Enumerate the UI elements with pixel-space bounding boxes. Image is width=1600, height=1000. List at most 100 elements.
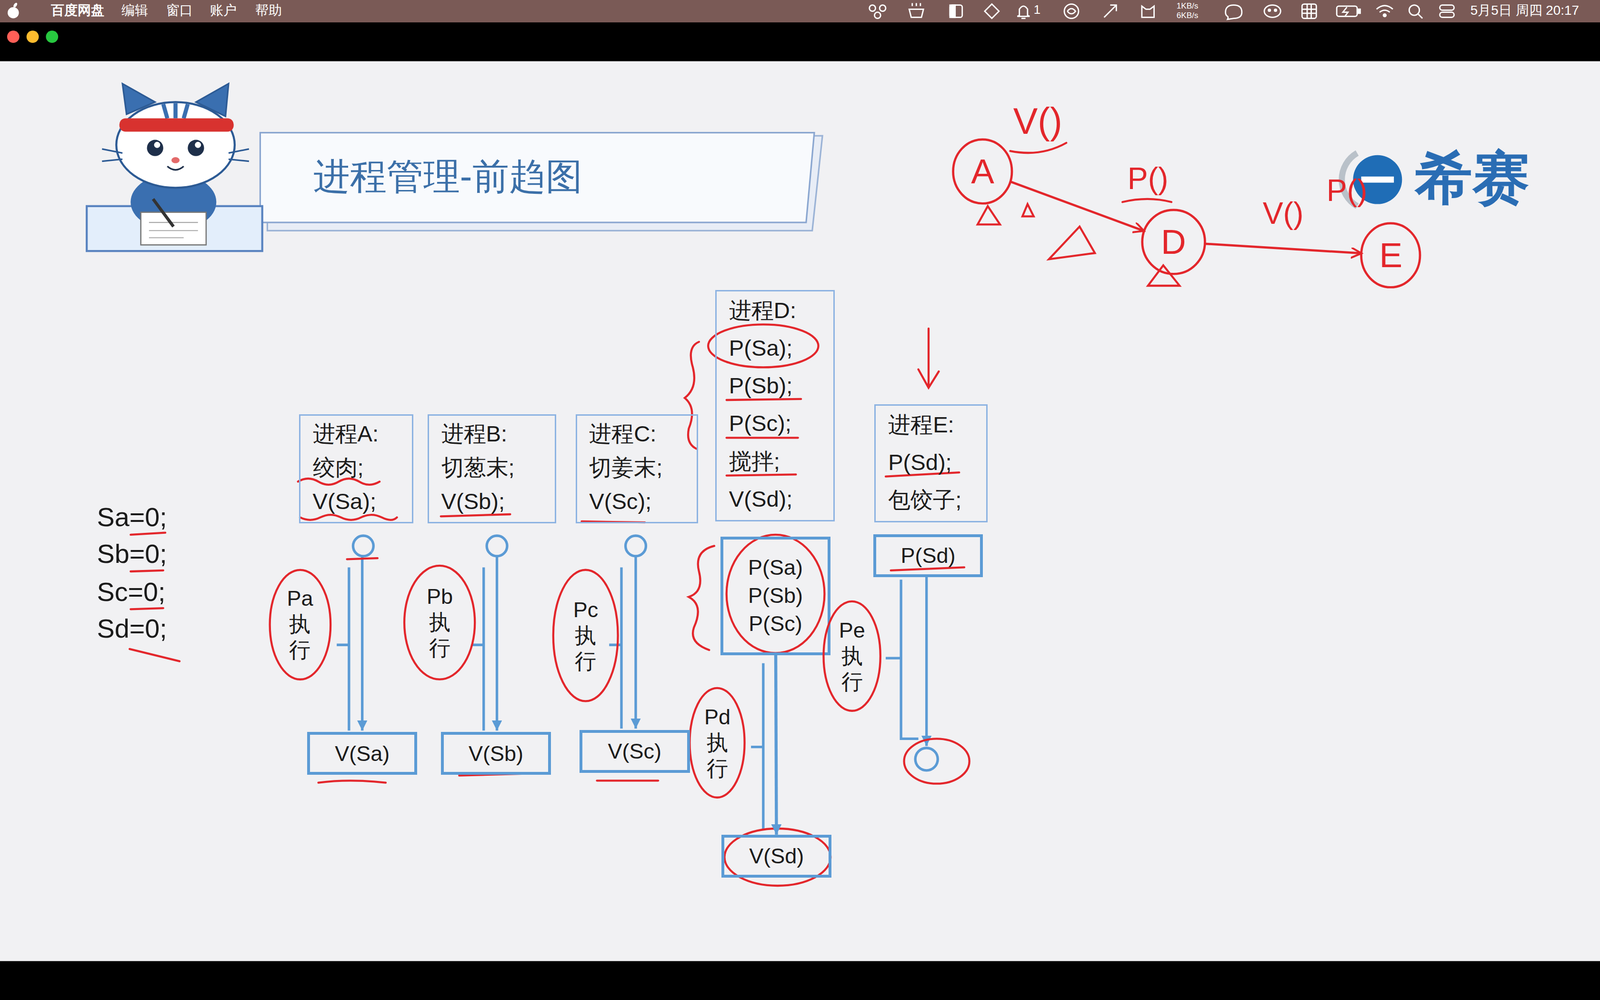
slide-title: 进程管理-前趋图	[313, 155, 583, 198]
handwritten-note: P()	[1326, 173, 1368, 209]
red-annotations	[1022, 204, 1034, 217]
mascot-cat	[167, 166, 184, 170]
semaphore-init: Sc=0;	[97, 576, 166, 608]
signal-box: V(Sa)	[307, 731, 418, 775]
semaphore-init: Sa=0;	[97, 501, 168, 533]
ellipse-outline	[953, 139, 1012, 204]
status-icons	[1141, 6, 1155, 18]
title-banner	[260, 132, 815, 223]
code-line: P(Sd);	[888, 443, 952, 481]
red-annotations	[597, 779, 659, 782]
text-stack: A	[970, 152, 995, 191]
status-icons	[869, 2, 1455, 20]
mascot-cat	[140, 212, 207, 246]
exec-label: Pa 执行	[268, 567, 332, 682]
status-icons	[1440, 12, 1455, 18]
apple-logo	[12, 1, 18, 9]
mascot-cat	[154, 141, 161, 149]
operation-text: P(Sd)	[900, 543, 956, 568]
operation-text: P(Sc)	[748, 610, 803, 639]
mascot-cat	[163, 102, 188, 119]
execution-lines	[471, 567, 484, 731]
execution-lines	[336, 535, 938, 829]
code-line: V(Sa);	[312, 484, 377, 519]
operation-text: V(Sb)	[468, 741, 524, 766]
ellipse-outline	[553, 570, 619, 702]
execution-lines	[352, 535, 374, 557]
execution-lines	[925, 576, 928, 747]
red-annotations	[318, 780, 386, 783]
text-stack: 进程E:P(Sd);包饺子;	[888, 405, 962, 520]
connector	[1204, 243, 1362, 254]
red-annotations	[130, 532, 166, 535]
status-icons	[1376, 5, 1393, 13]
status-icons	[909, 9, 924, 18]
exec-label-text: Pe 执行	[838, 617, 867, 695]
code-line: 进程A:	[312, 417, 380, 451]
window-title-bar	[0, 22, 1600, 61]
code-line: 进程E:	[888, 405, 955, 444]
exec-label: Pb 执行	[402, 563, 477, 682]
status-icons	[1342, 7, 1349, 17]
status-icons	[879, 5, 886, 12]
red-annotations	[1049, 226, 1095, 260]
exec-label: Pc 执行	[551, 567, 620, 704]
exec-label-text: Pc 执行	[571, 597, 600, 675]
red-annotations	[726, 436, 799, 439]
ellipse-outline	[1141, 210, 1205, 274]
mascot-cat	[86, 206, 263, 251]
bottom-bar	[0, 961, 1600, 1000]
exec-label: Pe 执行	[822, 599, 882, 714]
ellipse-outline	[404, 565, 476, 680]
code-line: V(Sd);	[729, 480, 793, 518]
operation-text: P(Sb)	[748, 581, 803, 610]
execution-lines	[750, 663, 764, 829]
logo-text: 希赛	[1415, 144, 1530, 211]
code-line: P(Sa);	[729, 329, 793, 367]
wait-box: P(Sd)	[873, 534, 983, 578]
status-icons	[1274, 9, 1277, 11]
notification-count: 1	[1033, 2, 1041, 18]
ellipse-outline	[1361, 222, 1420, 287]
red-annotations	[726, 399, 801, 400]
red-annotations	[129, 142, 1180, 886]
code-line: 包饺子;	[888, 480, 962, 519]
signal-box: V(Sb)	[440, 731, 551, 775]
mascot-cat	[101, 149, 250, 162]
text-stack: 进程A:绞肉;V(Sa);	[312, 417, 380, 519]
menu-item: 窗口	[166, 2, 193, 19]
status-icons	[950, 5, 963, 18]
apple-logo	[7, 1, 20, 19]
mascot-cat	[194, 141, 201, 149]
process-box: 进程A:绞肉;V(Sa);	[299, 414, 414, 524]
exec-label: Pd 执行	[688, 685, 746, 800]
status-icons	[950, 5, 956, 18]
menu-item: 帮助	[255, 2, 282, 19]
status-icons	[912, 2, 921, 6]
code-line: 进程C:	[589, 417, 657, 451]
red-annotations	[726, 534, 825, 654]
text-stack: D	[1160, 222, 1187, 261]
ellipse-outline	[269, 569, 331, 680]
execution-lines	[625, 535, 647, 557]
status-icons	[1064, 4, 1079, 19]
menu-item: 编辑	[121, 2, 149, 19]
operation-text: V(Sc)	[608, 739, 662, 764]
signal-box: V(Sd)	[721, 834, 832, 878]
red-annotations	[440, 514, 511, 517]
wait-box: P(Sa)P(Sb)P(Sc)	[720, 536, 831, 656]
red-annotations	[708, 324, 819, 368]
hand-letter: D	[1160, 222, 1187, 261]
status-icons	[1301, 4, 1317, 19]
text-stack: P(Sa)P(Sb)P(Sc)	[748, 553, 803, 639]
red-annotations	[1148, 265, 1180, 286]
signal-box: V(Sc)	[579, 730, 690, 773]
text-stack: 进程B:切葱末;V(Sb);	[441, 417, 515, 519]
status-icons	[1017, 6, 1030, 19]
menu-bar	[0, 0, 1600, 23]
slide-ground	[0, 61, 1600, 962]
handwritten-note: P()	[1127, 161, 1169, 197]
execution-lines	[609, 567, 622, 729]
text-stack: V(Sb)	[468, 741, 524, 766]
